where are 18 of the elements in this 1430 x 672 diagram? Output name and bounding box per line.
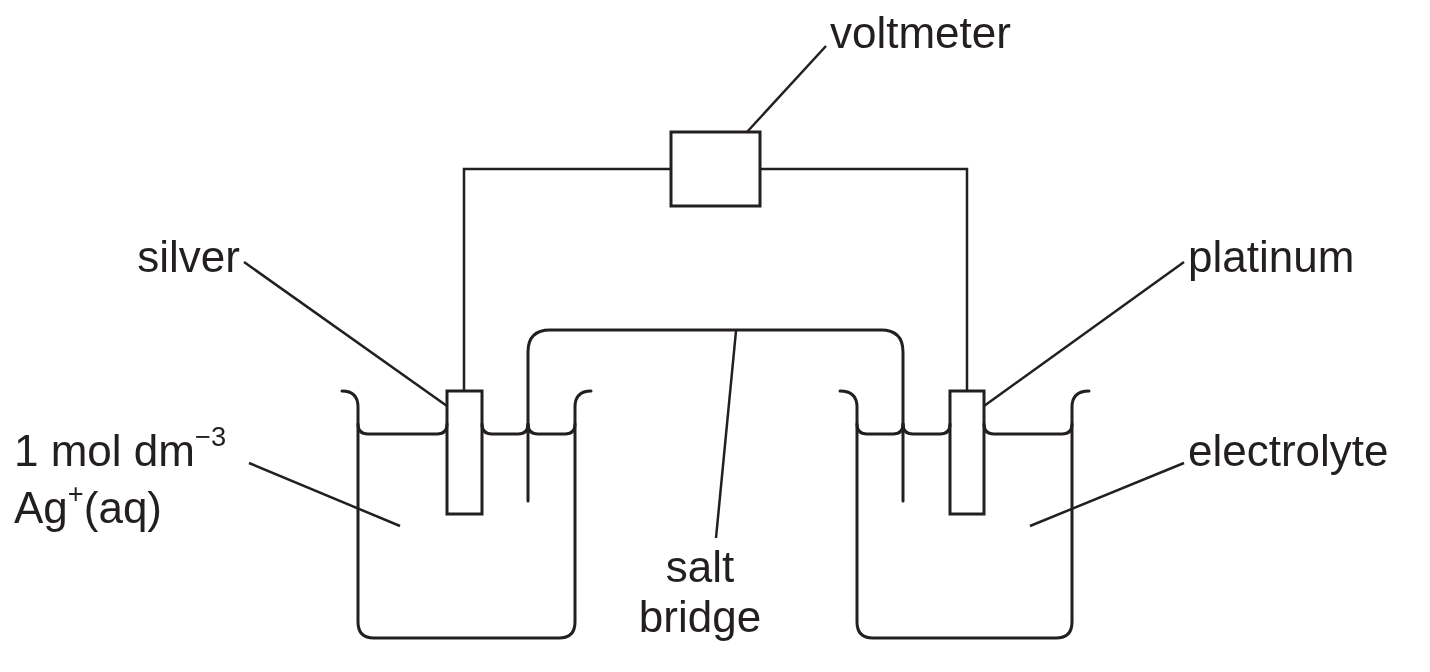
voltmeter-box bbox=[669, 130, 762, 208]
part-label: voltmeter bbox=[830, 8, 1011, 58]
part-label: platinum bbox=[1188, 232, 1355, 282]
leader-line bbox=[1029, 461, 1185, 528]
electrode bbox=[948, 389, 986, 516]
leader-line bbox=[746, 45, 827, 133]
part-label: salt bridge bbox=[630, 542, 770, 642]
leader-line bbox=[243, 260, 448, 408]
part-label: electrolyte bbox=[1188, 426, 1389, 476]
electrode bbox=[445, 389, 484, 516]
part-label: silver bbox=[137, 232, 240, 282]
leader-line bbox=[248, 461, 401, 528]
wire bbox=[462, 167, 671, 391]
wire bbox=[760, 167, 969, 391]
leader-line bbox=[714, 330, 738, 539]
salt-bridge-tube bbox=[526, 328, 905, 503]
leader-line bbox=[983, 261, 1185, 407]
part-label: 1 mol dm$^{−3}$ Ag$^{+}$(aq) bbox=[14, 422, 246, 536]
